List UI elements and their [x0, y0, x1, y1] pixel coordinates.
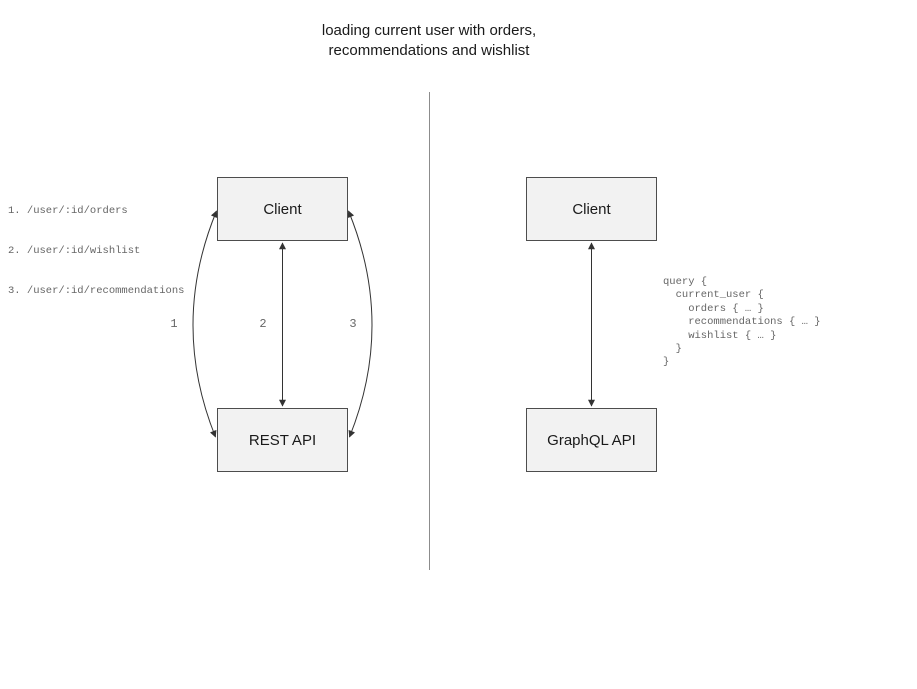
graphql-api-label: GraphQL API: [547, 431, 636, 449]
rest-endpoint-wishlist: 2. /user/:id/wishlist: [8, 245, 141, 258]
rest-arrow-1-label: 1: [170, 317, 178, 331]
graphql-api-node: GraphQL API: [526, 408, 657, 472]
rest-endpoint-orders: 1. /user/:id/orders: [8, 204, 128, 217]
rest-arrow-3-label: 3: [349, 317, 357, 331]
diagram-title-line1: loading current user with orders,: [321, 22, 537, 39]
rest-api-label: REST API: [248, 431, 317, 449]
rest-client-label: Client: [263, 200, 302, 218]
rest-client-node: Client: [217, 177, 348, 241]
diagram-title-line2: recommendations and wishlist: [328, 42, 530, 59]
rest-endpoint-list: 1. /user/:id/orders 2. /user/:id/wishlis…: [8, 178, 184, 312]
rest-api-node: REST API: [217, 408, 348, 472]
rest-endpoint-recommendations: 3. /user/:id/recommendations: [8, 285, 185, 298]
graphql-client-node: Client: [526, 177, 657, 241]
rest-arrow-2-label: 2: [259, 317, 267, 331]
diagram-title: loading current user with orders, recomm…: [229, 21, 629, 61]
graphql-client-label: Client: [572, 200, 611, 218]
graphql-query-snippet: query { current_user { orders { … } reco…: [663, 276, 821, 369]
panel-divider-line: [429, 92, 430, 570]
rest-arrow-1-curve: [192, 210, 218, 438]
